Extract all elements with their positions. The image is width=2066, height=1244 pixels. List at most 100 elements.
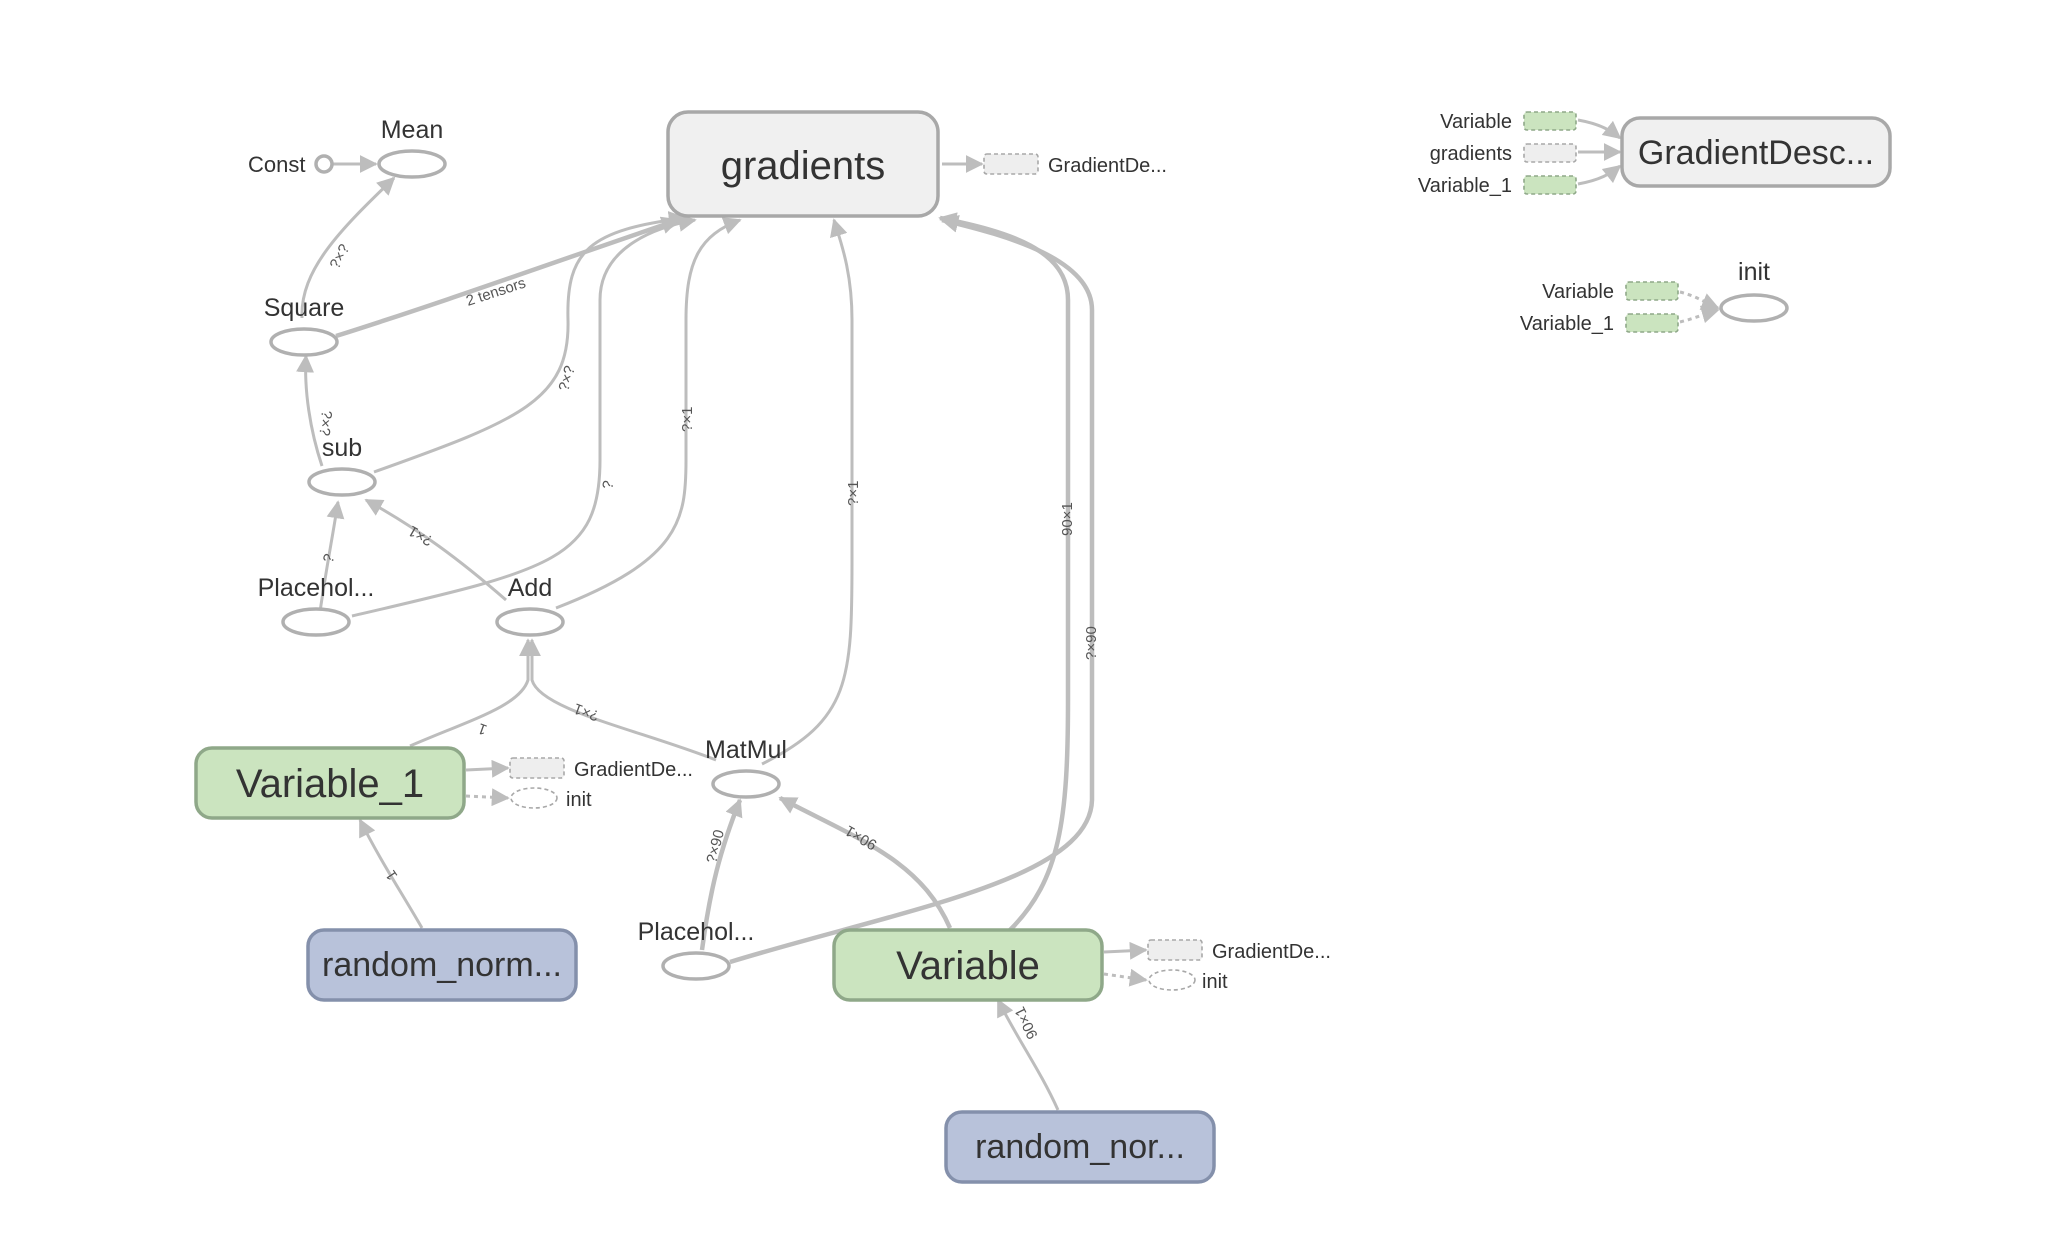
- node-gradients-box[interactable]: [666, 110, 940, 218]
- node-gradient-descent[interactable]: GradientDesc...: [1620, 116, 1892, 188]
- edge-placeholder-sub: [318, 500, 345, 613]
- node-add[interactable]: Add: [495, 574, 565, 637]
- stub-gd-in-variable-1-label: Variable_1: [1418, 175, 1512, 197]
- node-init-label: init: [1738, 258, 1770, 286]
- stub-init-in-variable[interactable]: [1625, 281, 1679, 301]
- node-matmul[interactable]: MatMul: [705, 736, 787, 799]
- edge-variable-stub: [1103, 941, 1148, 960]
- edge-label-placeholder-gradients: ?: [599, 479, 617, 491]
- stub-variable-init-label: init: [1202, 971, 1228, 993]
- edge-placeholder-gradients: [351, 213, 697, 618]
- stub-gd-in-gradients[interactable]: [1523, 143, 1577, 163]
- stub-gd-in-variable[interactable]: [1523, 111, 1577, 131]
- edge-label-random-variable1: 1: [383, 867, 402, 883]
- edge-label-placeholder-matmul: ?×90: [703, 828, 728, 865]
- stub-variable-1-out-label: GradientDe...: [574, 759, 693, 781]
- edge-label-matmul-gradients: ?×1: [845, 481, 862, 506]
- edge-label-variable-matmul: 90×1: [842, 822, 880, 854]
- node-const-label: Const: [248, 152, 305, 177]
- edge-variable1-add: [409, 638, 537, 748]
- stub-variable-1-init[interactable]: [510, 787, 558, 809]
- edge-variable1-init-stub: [465, 788, 510, 807]
- node-square-oval[interactable]: [269, 327, 339, 357]
- node-mean-oval[interactable]: [377, 149, 447, 179]
- node-variable-label: Variable: [896, 944, 1040, 988]
- node-gradient-descent-label: GradientDesc...: [1638, 134, 1874, 172]
- node-square[interactable]: Square: [264, 294, 345, 357]
- node-random-norm-left-label: random_norm...: [322, 946, 562, 984]
- edge-sub-square: [296, 354, 324, 467]
- node-variable-box[interactable]: [832, 928, 1104, 1002]
- node-gradients-label: gradients: [721, 144, 886, 188]
- edge-variable-init-stub: [1103, 968, 1148, 987]
- node-variable[interactable]: Variable: [832, 928, 1104, 1002]
- node-gradients[interactable]: gradients: [666, 110, 940, 218]
- node-add-label: Add: [508, 574, 552, 602]
- stub-init-in-variable-1[interactable]: [1625, 313, 1679, 333]
- stub-variable-out-label: GradientDe...: [1212, 941, 1331, 963]
- stub-variable-out[interactable]: [1147, 939, 1203, 961]
- edge-label-variable1-add: 1: [476, 719, 490, 738]
- node-placeholder-bottom-oval[interactable]: [661, 951, 731, 981]
- edge-label-sub-gradients: ?×?: [556, 364, 579, 393]
- edges: [296, 118, 1720, 1111]
- stub-gradients-out[interactable]: [983, 153, 1039, 175]
- node-random-norm-left-box[interactable]: [306, 928, 578, 1002]
- edge-add-gradients: [555, 217, 742, 610]
- edge-placeholder-matmul: [699, 798, 743, 951]
- stub-variable-init[interactable]: [1148, 969, 1196, 991]
- node-variable-1-box[interactable]: [194, 746, 466, 820]
- edge-variable1-stub: [465, 759, 510, 778]
- edge-square-gradients: [335, 216, 680, 339]
- edge-matmul-gradients: [761, 218, 854, 766]
- edge-placeholder-bottom-gradients: [729, 214, 1095, 965]
- node-random-norm-right-label: random_nor...: [975, 1128, 1185, 1166]
- stub-gd-in-variable-1[interactable]: [1523, 175, 1577, 195]
- edge-random-variable: [996, 998, 1060, 1111]
- node-init-oval[interactable]: [1719, 293, 1789, 323]
- edge-label-add-gradients: ?×1: [679, 407, 696, 432]
- node-sub[interactable]: sub: [307, 434, 377, 497]
- node-init[interactable]: init: [1719, 258, 1789, 323]
- stub-gradients-out-label: GradientDe...: [1048, 155, 1167, 177]
- node-sub-oval[interactable]: [307, 467, 377, 497]
- node-variable-1-label: Variable_1: [236, 762, 424, 806]
- node-mean-label: Mean: [381, 116, 444, 144]
- edge-random-variable1: [358, 818, 424, 929]
- edge-label-sub-square: ?×?: [315, 410, 335, 437]
- node-variable-1[interactable]: Variable_1: [194, 746, 466, 820]
- node-random-norm-right-box[interactable]: [944, 1110, 1216, 1184]
- edge-init-in-1: [1679, 290, 1720, 310]
- edge-variable-gradients: [938, 212, 1071, 932]
- edge-label-variable-gradients: 90×1: [1059, 502, 1076, 536]
- edge-gd-in-1: [1577, 118, 1622, 140]
- edge-gd-in-3: [1577, 164, 1622, 186]
- node-placeholder-bottom[interactable]: Placehol...: [638, 918, 755, 981]
- edge-label-square-gradients: 2 tensors: [464, 275, 528, 310]
- edge-init-in-2: [1679, 305, 1720, 324]
- node-const[interactable]: Const: [248, 152, 334, 177]
- node-placeholder-top-label: Placehol...: [258, 574, 375, 602]
- stub-variable-1-init-label: init: [566, 789, 592, 811]
- edge-sub-gradients: [373, 211, 687, 474]
- node-random-norm-right[interactable]: random_nor...: [944, 1110, 1216, 1184]
- node-sub-label: sub: [322, 434, 362, 462]
- node-matmul-oval[interactable]: [711, 769, 781, 799]
- stub-gd-in-variable-label: Variable: [1440, 111, 1512, 133]
- edge-label-matmul-add: ?×1: [572, 700, 602, 725]
- node-mean[interactable]: Mean: [377, 116, 447, 179]
- nodes: gradients GradientDe... Mean Const Squar…: [194, 110, 1892, 1184]
- node-placeholder-top-oval[interactable]: [281, 607, 351, 637]
- stub-variable-1-out[interactable]: [509, 757, 565, 779]
- node-gradient-descent-box[interactable]: [1620, 116, 1892, 188]
- edge-add-sub: [364, 498, 507, 602]
- edge-matmul-add: [523, 638, 717, 762]
- node-placeholder-bottom-label: Placehol...: [638, 918, 755, 946]
- node-add-oval[interactable]: [495, 607, 565, 637]
- node-placeholder-top[interactable]: Placehol...: [258, 574, 375, 637]
- node-random-norm-left[interactable]: random_norm...: [306, 928, 578, 1002]
- node-const-circle[interactable]: [314, 154, 334, 174]
- stub-init-in-variable-label: Variable: [1542, 281, 1614, 303]
- node-square-label: Square: [264, 294, 345, 322]
